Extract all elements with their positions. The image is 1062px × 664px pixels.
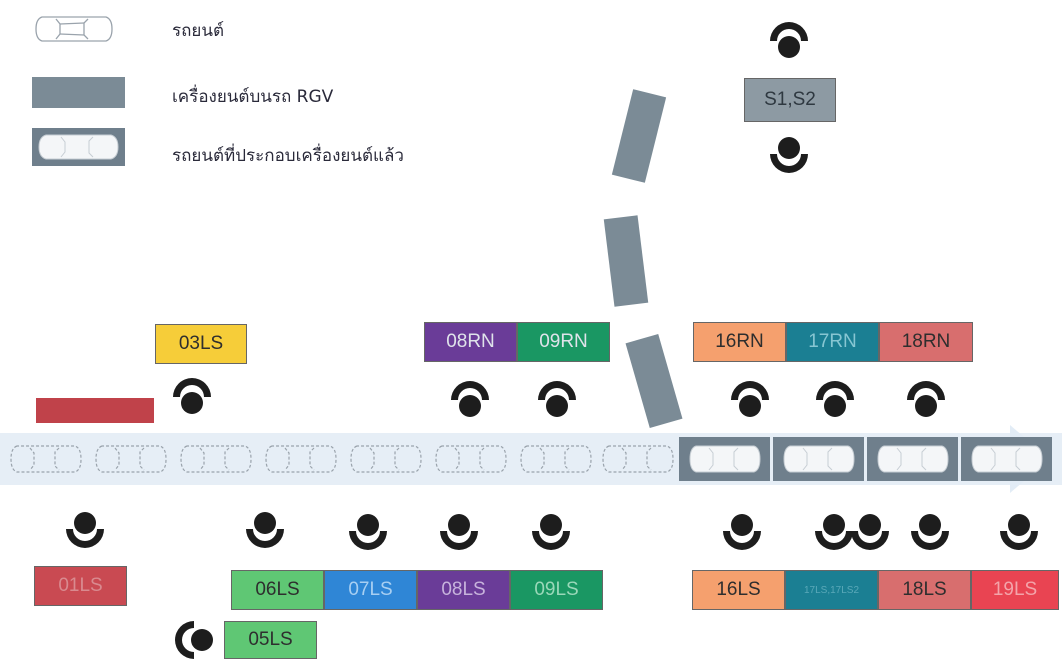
worker-icon: [173, 378, 211, 414]
rgv-engine-unit: [625, 334, 683, 428]
worker-icon: [816, 381, 854, 417]
red-bar-marker: [36, 398, 154, 423]
station-08rn: 08RN: [424, 322, 517, 362]
car-outline-icon: [602, 445, 674, 473]
station-07ls: 07LS: [324, 570, 417, 610]
station-03ls: 03LS: [155, 324, 247, 364]
station-16rn: 16RN: [693, 322, 786, 362]
station-05ls: 05LS: [224, 621, 317, 659]
worker-icon: [731, 381, 769, 417]
car-outline-icon: [435, 445, 507, 473]
worker-icon: [451, 381, 489, 417]
legend-assembled-car-icon: [32, 128, 125, 166]
legend-engine-on-rgv-icon: [32, 77, 125, 108]
station-09rn: 09RN: [517, 322, 610, 362]
car-outline-icon: [95, 445, 167, 473]
worker-icon: [246, 512, 284, 548]
rgv-engine-unit: [611, 89, 667, 183]
car-outline-icon: [350, 445, 422, 473]
worker-icon: [907, 381, 945, 417]
assembled-car-icon: [971, 445, 1043, 473]
worker-icon: [815, 514, 853, 550]
worker-icon: [175, 621, 213, 659]
station-08ls: 08LS: [417, 570, 510, 610]
station-18ls: 18LS: [878, 570, 971, 610]
station-s1-s2: S1,S2: [744, 78, 836, 122]
station-16ls: 16LS: [692, 570, 785, 610]
worker-icon: [723, 514, 761, 550]
legend-label-assembled-car: รถยนต์ที่ประกอบเครื่องยนต์แล้ว: [172, 146, 404, 166]
worker-icon: [349, 514, 387, 550]
worker-icon: [770, 137, 808, 173]
worker-icon: [851, 514, 889, 550]
worker-icon: [770, 22, 808, 58]
legend-car-outline-icon: [35, 16, 113, 42]
car-outline-icon: [10, 445, 82, 473]
assembled-car-icon: [689, 445, 761, 473]
car-outline-icon: [265, 445, 337, 473]
station-18rn: 18RN: [879, 322, 973, 362]
legend-label-engine-rgv: เครื่องยนต์บนรถ RGV: [172, 87, 334, 107]
car-outline-icon: [180, 445, 252, 473]
station-17ls: 17LS,17LS2: [785, 570, 878, 610]
legend-label-car: รถยนต์: [172, 21, 225, 41]
station-09ls: 09LS: [510, 570, 603, 610]
worker-icon: [911, 514, 949, 550]
station-01ls: 01LS: [34, 566, 127, 606]
worker-icon: [532, 514, 570, 550]
worker-icon: [66, 512, 104, 548]
worker-icon: [440, 514, 478, 550]
worker-icon: [1000, 514, 1038, 550]
assembled-car-icon: [877, 445, 949, 473]
rgv-engine-unit: [603, 215, 649, 307]
car-outline-icon: [520, 445, 592, 473]
station-17rn: 17RN: [786, 322, 879, 362]
worker-icon: [538, 381, 576, 417]
station-06ls: 06LS: [231, 570, 324, 610]
station-19ls: 19LS: [971, 570, 1059, 610]
assembled-car-icon: [783, 445, 855, 473]
